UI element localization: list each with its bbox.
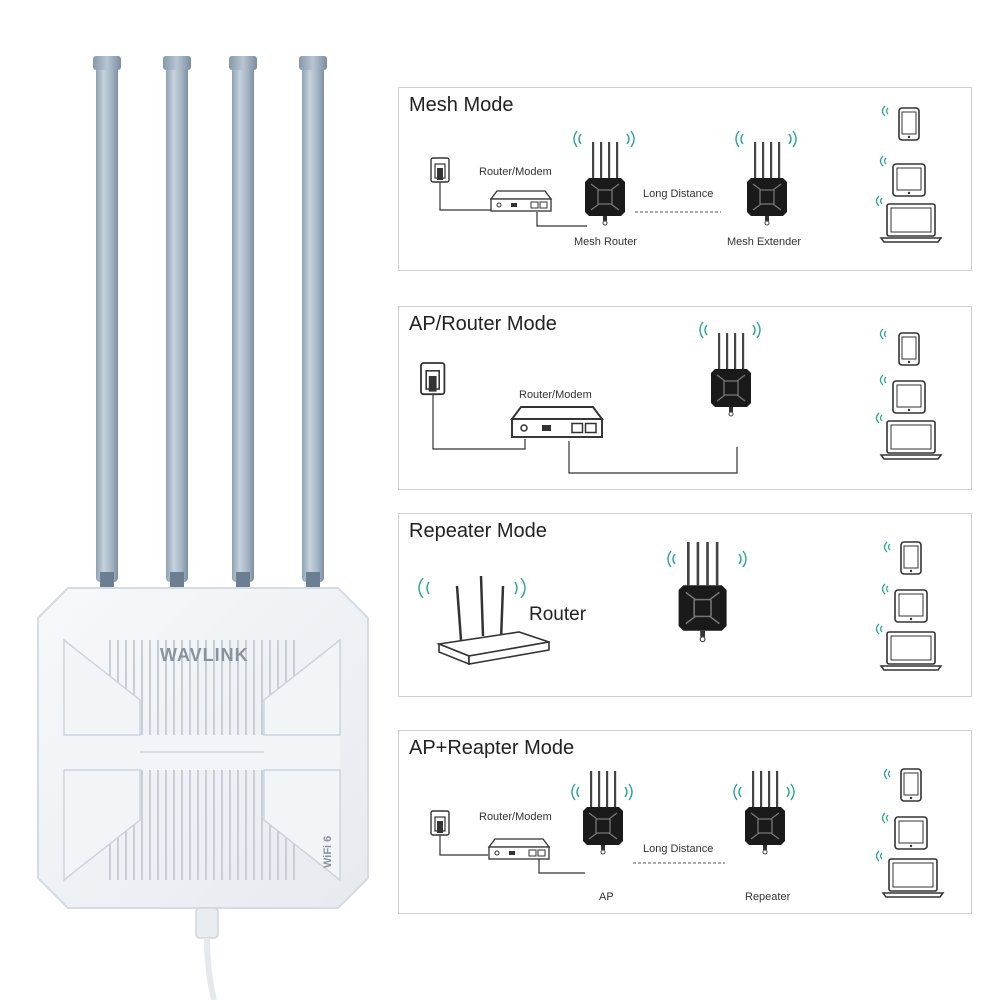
mesh-extender-label: Mesh Extender <box>727 236 801 248</box>
outdoor-router-product-icon <box>37 56 369 1000</box>
modem-label: Router/Modem <box>479 811 552 823</box>
repeater-icon <box>744 770 786 855</box>
ap-icon <box>582 770 624 855</box>
wall-outlet-icon <box>430 810 450 836</box>
tablet-icon <box>892 163 926 197</box>
router-label: Router <box>529 604 587 625</box>
modem-label: Router/Modem <box>519 389 592 401</box>
ap-router-diagram <box>420 321 942 474</box>
mesh-mode-title: Mesh Mode <box>409 94 514 116</box>
phone-icon <box>900 768 922 802</box>
modem-icon <box>511 406 603 438</box>
laptop-icon <box>882 858 944 898</box>
repeater-label: Repeater <box>745 891 791 903</box>
tablet-icon <box>892 380 926 414</box>
antenna-icon <box>93 56 121 592</box>
repeater-mode-panel: Repeater Mode Router <box>398 513 972 697</box>
outdoor-router-icon <box>710 332 752 417</box>
laptop-icon <box>880 203 942 243</box>
phone-icon <box>900 541 922 575</box>
brand-logo: WAVLINK <box>160 645 249 665</box>
ap-router-mode-title: AP/Router Mode <box>409 313 557 335</box>
distance-label: Long Distance <box>643 843 714 855</box>
tablet-icon <box>894 816 928 850</box>
modem-label: Router/Modem <box>479 166 552 178</box>
laptop-icon <box>880 631 942 671</box>
wifi6-badge: WiFi 6 <box>322 835 334 868</box>
ap-repeater-mode-panel: AP+Reapter Mode Router/Modem Long Distan… <box>398 730 972 914</box>
ap-repeater-mode-title: AP+Reapter Mode <box>409 737 575 759</box>
phone-icon <box>898 332 920 366</box>
outdoor-router-icon <box>677 541 728 643</box>
ap-label: AP <box>599 891 614 903</box>
home-router-icon <box>418 575 550 666</box>
phone-icon <box>898 107 920 141</box>
mesh-router-icon <box>584 141 626 226</box>
product-illustration: WAVLINK WiFi 6 <box>0 0 400 1000</box>
laptop-icon <box>880 420 942 460</box>
mesh-extender-icon <box>746 141 788 226</box>
mesh-mode-panel: Mesh Mode Router/Modem Long Distance Mes… <box>398 87 972 271</box>
tablet-icon <box>894 589 928 623</box>
wall-outlet-icon <box>420 362 446 396</box>
distance-label: Long Distance <box>643 188 714 200</box>
ap-router-mode-panel: AP/Router Mode Router/Modem <box>398 306 972 490</box>
modem-icon <box>488 838 550 860</box>
modem-icon <box>490 190 552 212</box>
ap-repeater-diagram <box>430 768 944 898</box>
mesh-diagram <box>430 105 942 243</box>
repeater-diagram <box>418 541 942 671</box>
wall-outlet-icon <box>430 157 450 183</box>
mesh-router-label: Mesh Router <box>574 236 637 248</box>
repeater-mode-title: Repeater Mode <box>409 520 547 542</box>
